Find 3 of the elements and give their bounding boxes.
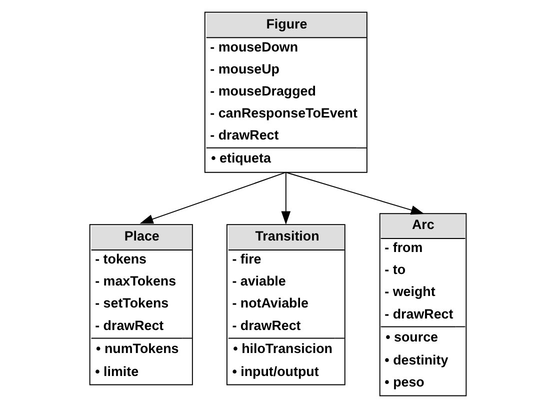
arrow xyxy=(140,172,286,224)
arrow xyxy=(281,172,291,225)
arrow xyxy=(285,172,424,215)
